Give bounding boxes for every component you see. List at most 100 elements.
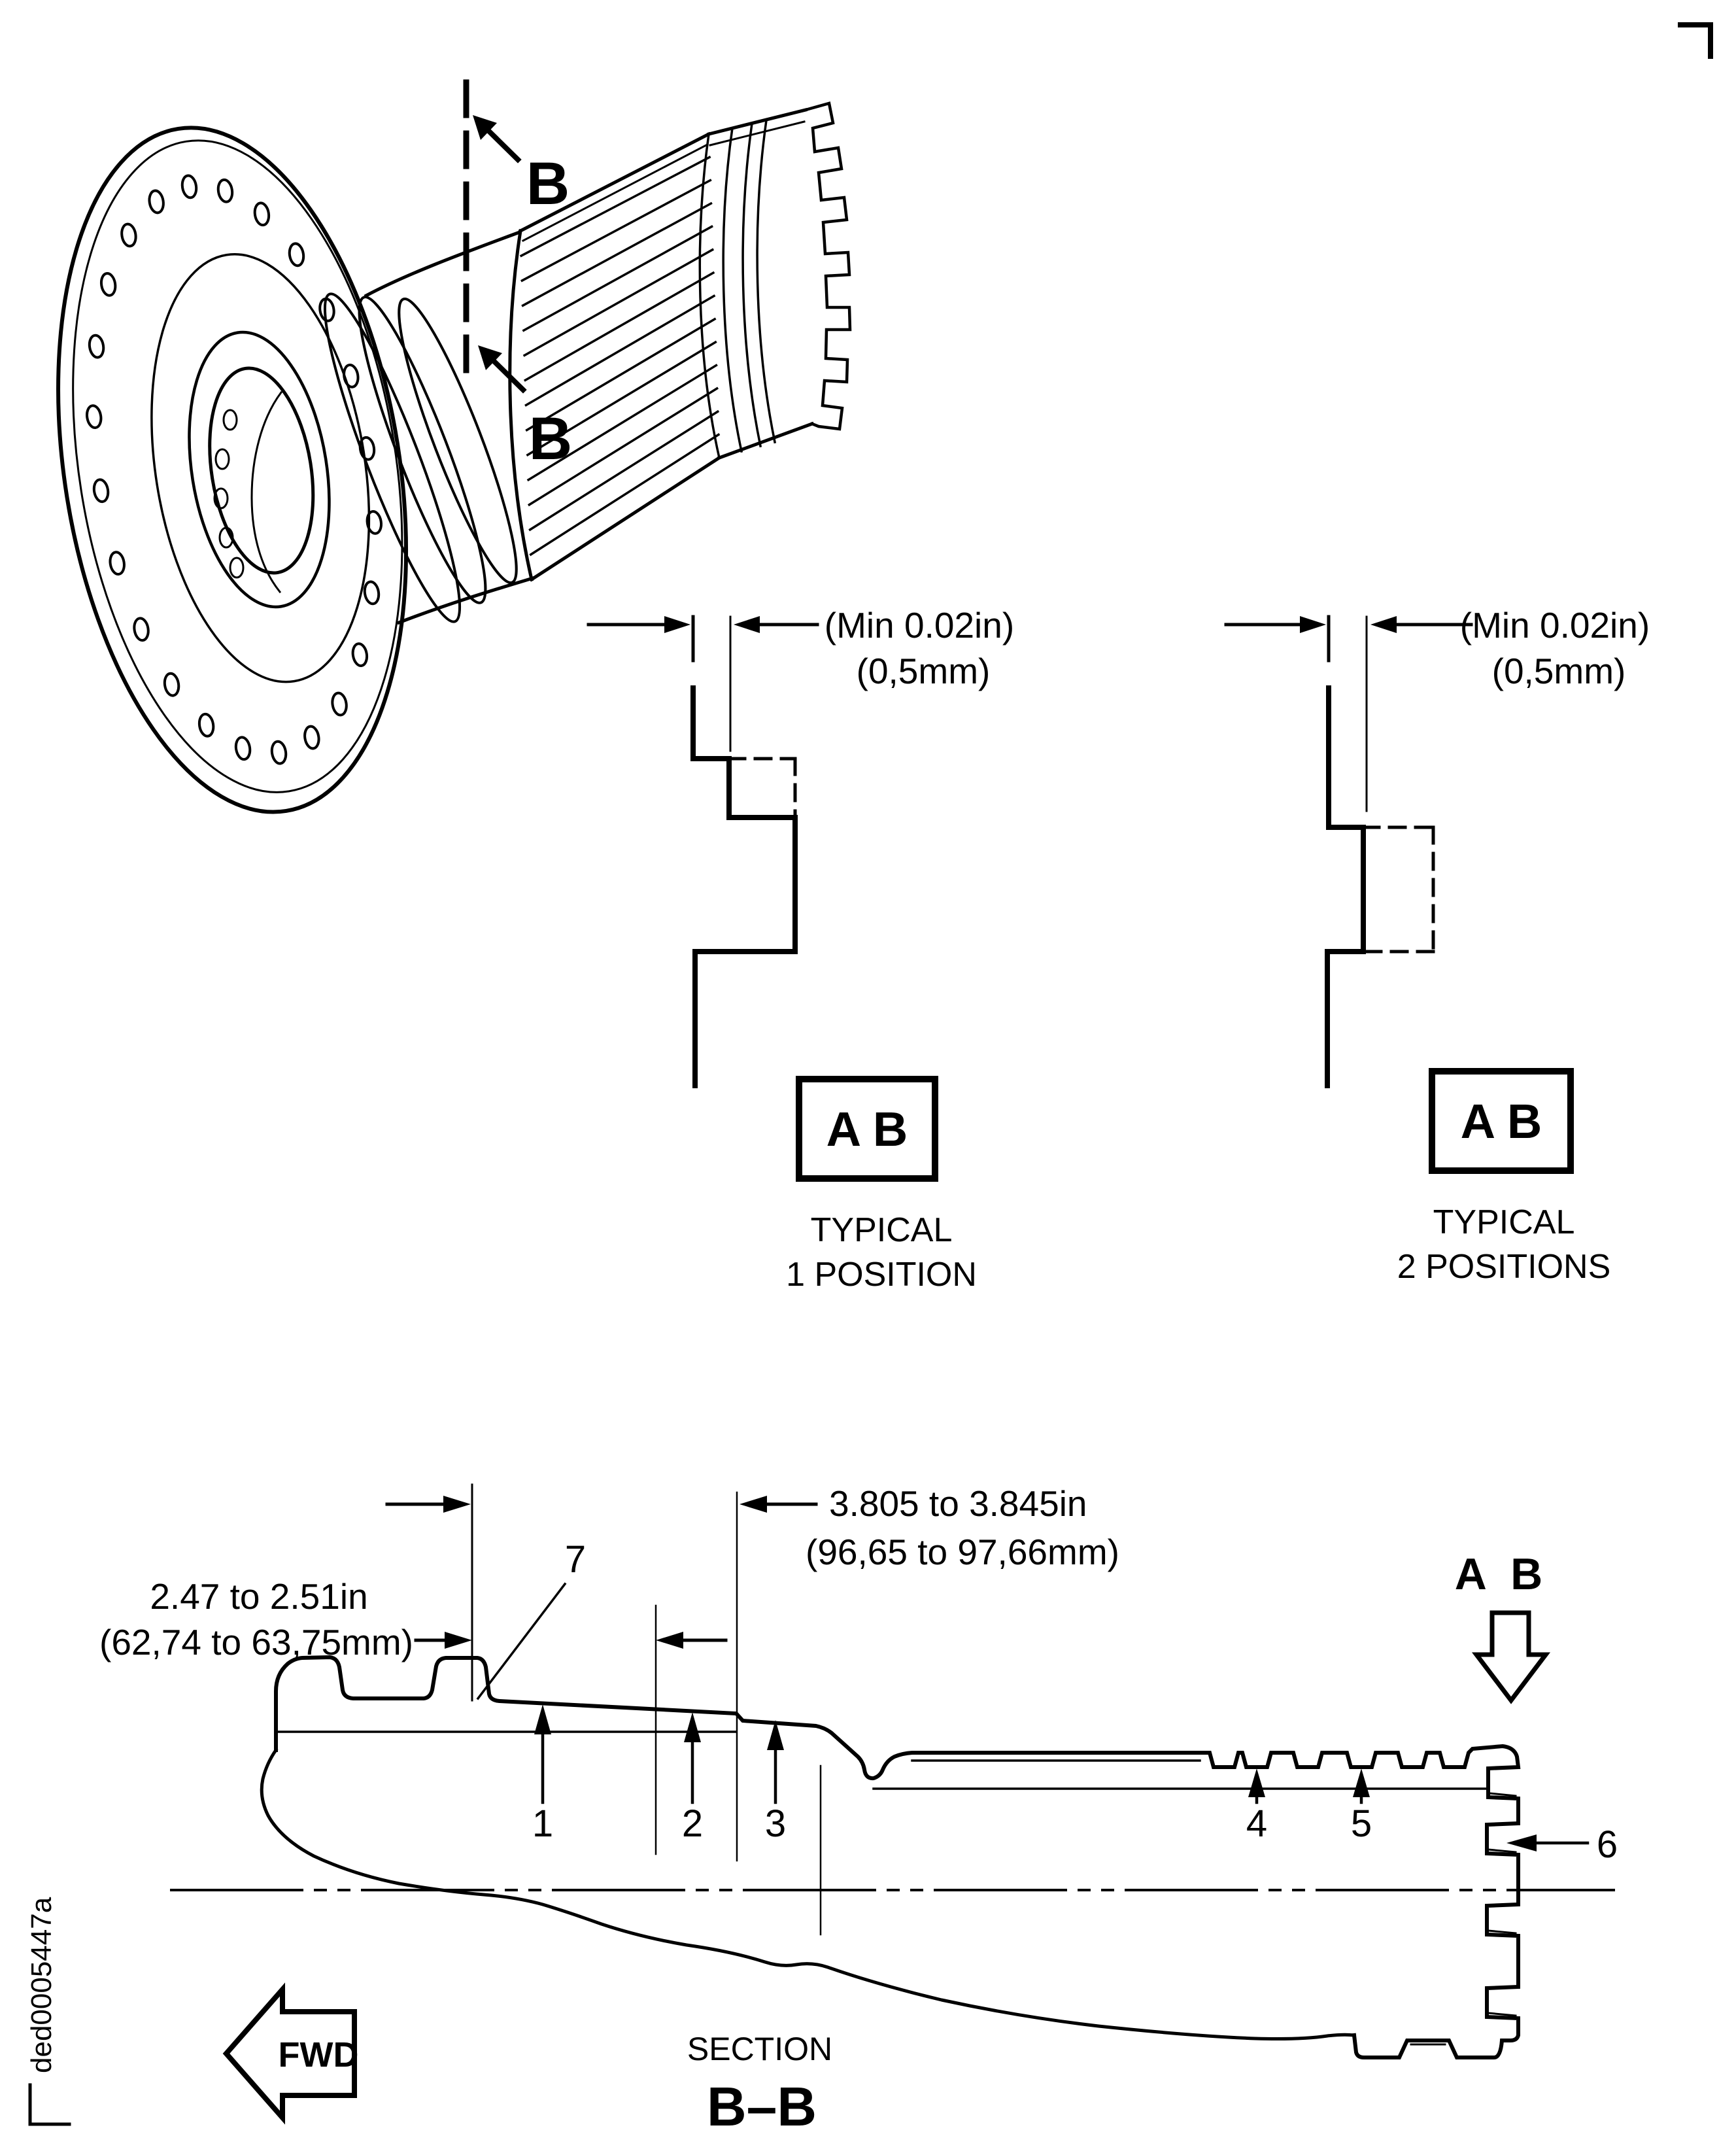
flange-bore-spline-marks <box>213 390 283 594</box>
bolt-hole <box>331 691 348 717</box>
callouts: 1 2 3 4 5 6 7 <box>476 1538 1618 1866</box>
bolt-hole <box>86 404 103 429</box>
dim-offset-line1: 2.47 to 2.51in <box>150 1576 367 1617</box>
iso-collar <box>323 230 536 625</box>
figure-id: ded0005447a <box>26 1897 58 2073</box>
bolt-hole <box>92 478 110 504</box>
spline-line <box>527 387 719 507</box>
datum-ab-down-arrow <box>1471 1610 1551 1704</box>
bolt-hole <box>303 725 320 750</box>
break-line <box>260 1747 1356 2040</box>
dim-width-arrow-right <box>740 1496 767 1513</box>
detail1-arrow-right <box>734 616 760 633</box>
detail1-dim-line1: (Min 0.02in) <box>825 605 1014 645</box>
dim-offset-arrow-right <box>656 1632 683 1649</box>
detail2-datum-box <box>1429 1068 1574 1174</box>
spline-line <box>521 201 713 307</box>
castellation-shading <box>1410 1792 1517 2046</box>
shaft-top-outline <box>274 1655 1521 2059</box>
detail1-datum-label: A B <box>826 1102 908 1156</box>
bolt-hole <box>351 642 369 667</box>
bolt-hole <box>318 297 335 322</box>
spline-line <box>522 248 715 357</box>
fwd-indicator: FWD <box>222 1982 359 2125</box>
detail1-caption-line2: 1 POSITION <box>786 1256 977 1294</box>
detail2-arrow-right <box>1370 616 1397 633</box>
callout-5-label: 5 <box>1351 1802 1372 1845</box>
detail2-phantom-boss <box>1361 825 1435 954</box>
detail2-arrow-left <box>1300 616 1326 633</box>
iso-section-line: B B <box>463 79 572 472</box>
detail1-caption-line1: TYPICAL <box>811 1211 953 1249</box>
figure-id-block: ded0005447a <box>26 1897 71 2126</box>
bolt-hole <box>180 174 198 199</box>
detail1-arrow-left <box>664 616 690 633</box>
bolt-hole <box>253 201 271 227</box>
detail2-dim-line1: (Min 0.02in) <box>1460 605 1650 645</box>
section-label-top: B <box>526 150 570 217</box>
detail1-phantom-corner <box>727 757 797 819</box>
bolt-hole <box>133 617 150 642</box>
detail1-datum-box <box>796 1076 938 1182</box>
datum-ab: A B <box>1455 1549 1551 1704</box>
detail-view-1-position: (Min 0.02in) (0,5mm) A B TYPICAL 1 POSIT… <box>587 605 1014 1294</box>
detail2-profile <box>1325 685 1366 1088</box>
callout-7-label: 7 <box>565 1538 586 1581</box>
bolt-hole <box>120 222 137 248</box>
bolt-hole <box>363 580 381 606</box>
detail2-caption-line1: TYPICAL <box>1433 1203 1575 1241</box>
iso-spline-shaft <box>508 131 722 582</box>
dim-width-line1: 3.805 to 3.845in <box>829 1483 1087 1524</box>
bolt-hole <box>109 551 126 576</box>
bolt-hole <box>366 510 383 535</box>
callout-6-label: 6 <box>1597 1823 1618 1866</box>
section-title-line2: B–B <box>707 2076 817 2134</box>
spline-line <box>520 179 712 283</box>
callout-2-label: 2 <box>682 1802 703 1845</box>
section-title-line1: SECTION <box>687 2031 832 2067</box>
callout-7-leader <box>476 1582 567 1700</box>
bolt-hole <box>216 178 234 203</box>
section-bb-view: 3.805 to 3.845in (96,65 to 97,66mm) 2.47… <box>99 1483 1618 2134</box>
dim-width-line2: (96,65 to 97,66mm) <box>806 1532 1119 1572</box>
bolt-hole <box>163 672 180 697</box>
fwd-arrow <box>222 1982 357 2125</box>
bolt-hole <box>197 712 215 738</box>
fwd-label: FWD <box>279 2035 359 2074</box>
spline-line <box>523 271 715 382</box>
spline-line <box>528 409 720 532</box>
bolt-hole <box>88 334 105 359</box>
bolt-hole <box>343 363 360 388</box>
section-label-bottom: B <box>529 405 572 472</box>
bolt-hole <box>234 736 252 761</box>
dim-width-arrow-left <box>443 1496 471 1513</box>
bolt-hole <box>270 740 288 765</box>
spline-line <box>519 156 711 258</box>
flange-bolt-holes <box>86 174 383 765</box>
callout-1-label: 1 <box>532 1802 553 1845</box>
section-arrowhead-bottom <box>478 345 502 370</box>
dim-width: 3.805 to 3.845in (96,65 to 97,66mm) <box>385 1483 1119 1572</box>
spline-line <box>526 340 717 457</box>
page-corner-mark <box>1678 22 1713 59</box>
detail2-caption-line2: 2 POSITIONS <box>1397 1248 1611 1286</box>
callout-3-label: 3 <box>765 1802 786 1845</box>
dim-offset: 2.47 to 2.51in (62,74 to 63,75mm) <box>99 1576 728 1662</box>
spline-line <box>524 294 716 407</box>
gear-castellated-edge <box>804 101 852 431</box>
detail-view-2-positions: (Min 0.02in) (0,5mm) A B TYPICAL 2 POSIT… <box>1224 605 1650 1286</box>
iso-view: B B <box>56 79 852 814</box>
figure-corner-bracket <box>28 2083 71 2126</box>
section-arrowhead-top <box>473 115 497 140</box>
bolt-hole <box>99 272 117 297</box>
spline-line <box>526 364 718 482</box>
iso-end-gear <box>706 101 852 460</box>
spline-lines <box>519 156 721 557</box>
datum-ab-label: A B <box>1455 1549 1550 1599</box>
detail1-profile <box>690 685 798 1088</box>
detail1-dim-line2: (0,5mm) <box>857 651 991 691</box>
detail2-datum-label: A B <box>1461 1094 1542 1148</box>
dim-offset-line2: (62,74 to 63,75mm) <box>99 1622 413 1662</box>
spline-line <box>525 317 717 432</box>
